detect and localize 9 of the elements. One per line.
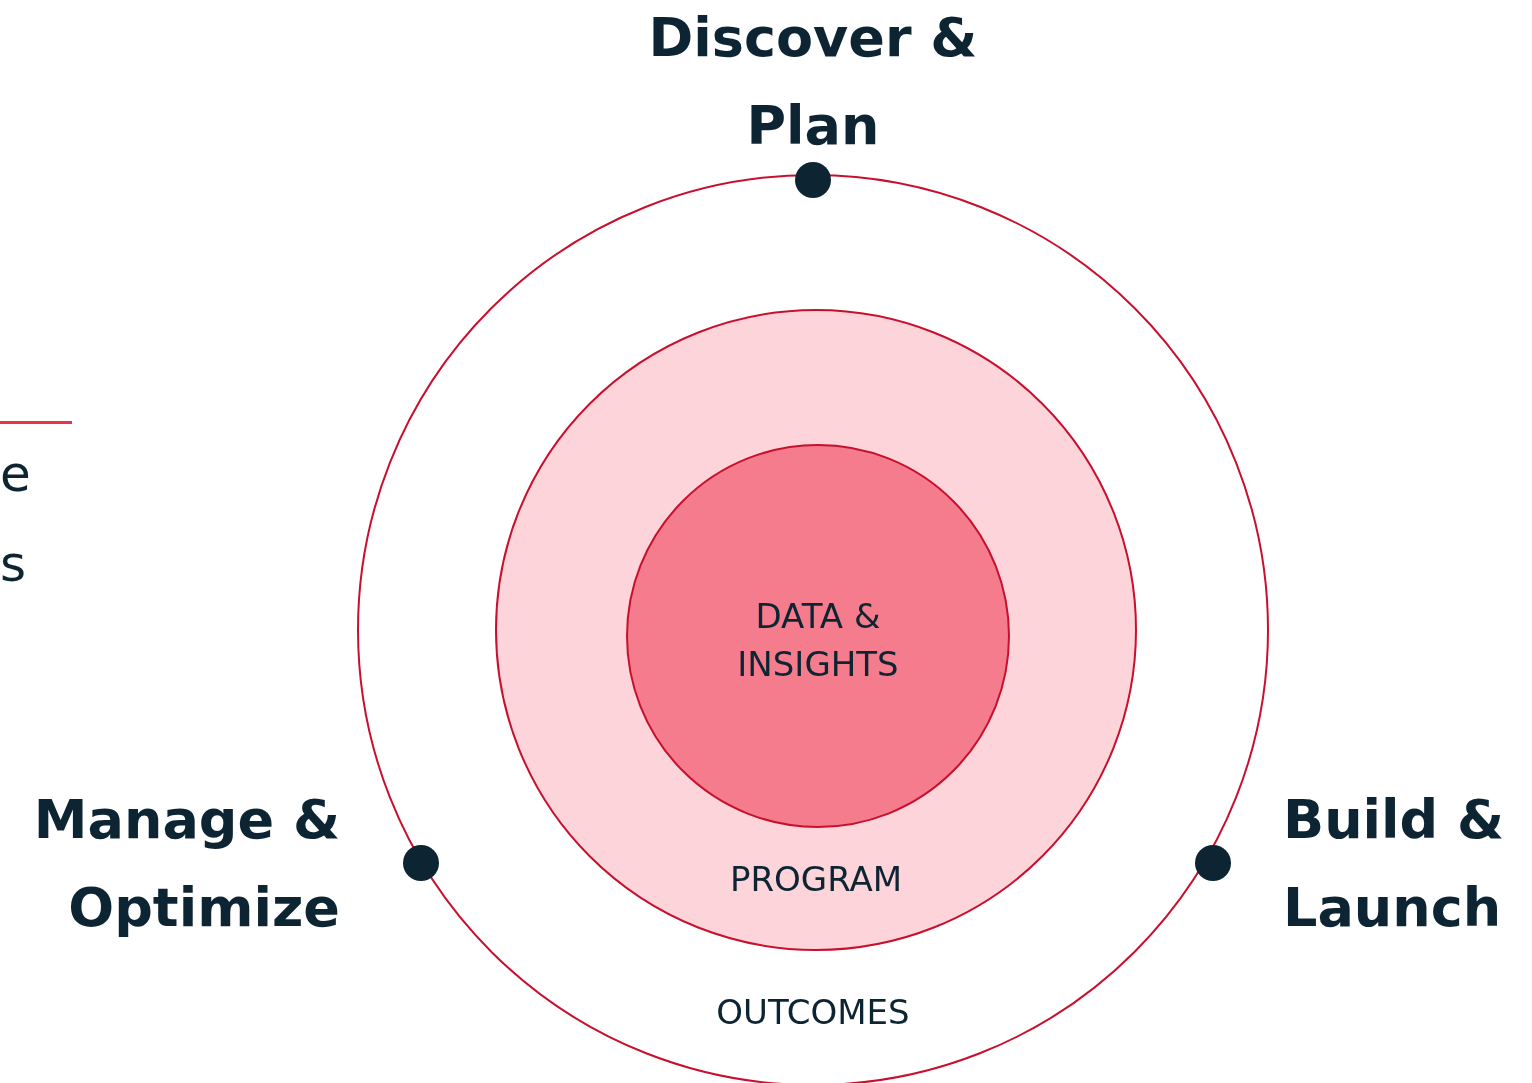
ring-label: PROGRAM bbox=[728, 859, 904, 899]
text-fragment: s bbox=[0, 535, 27, 593]
stage-dot bbox=[795, 162, 831, 198]
stage-label: Build & Launch bbox=[1283, 787, 1506, 941]
stage-label: Discover & Plan bbox=[647, 5, 979, 159]
text-fragment: e bbox=[0, 445, 31, 503]
ring-label: OUTCOMES bbox=[715, 992, 911, 1032]
stage-label: Manage & Optimize bbox=[32, 787, 340, 941]
ring-label: DATA & INSIGHTS bbox=[736, 595, 900, 686]
